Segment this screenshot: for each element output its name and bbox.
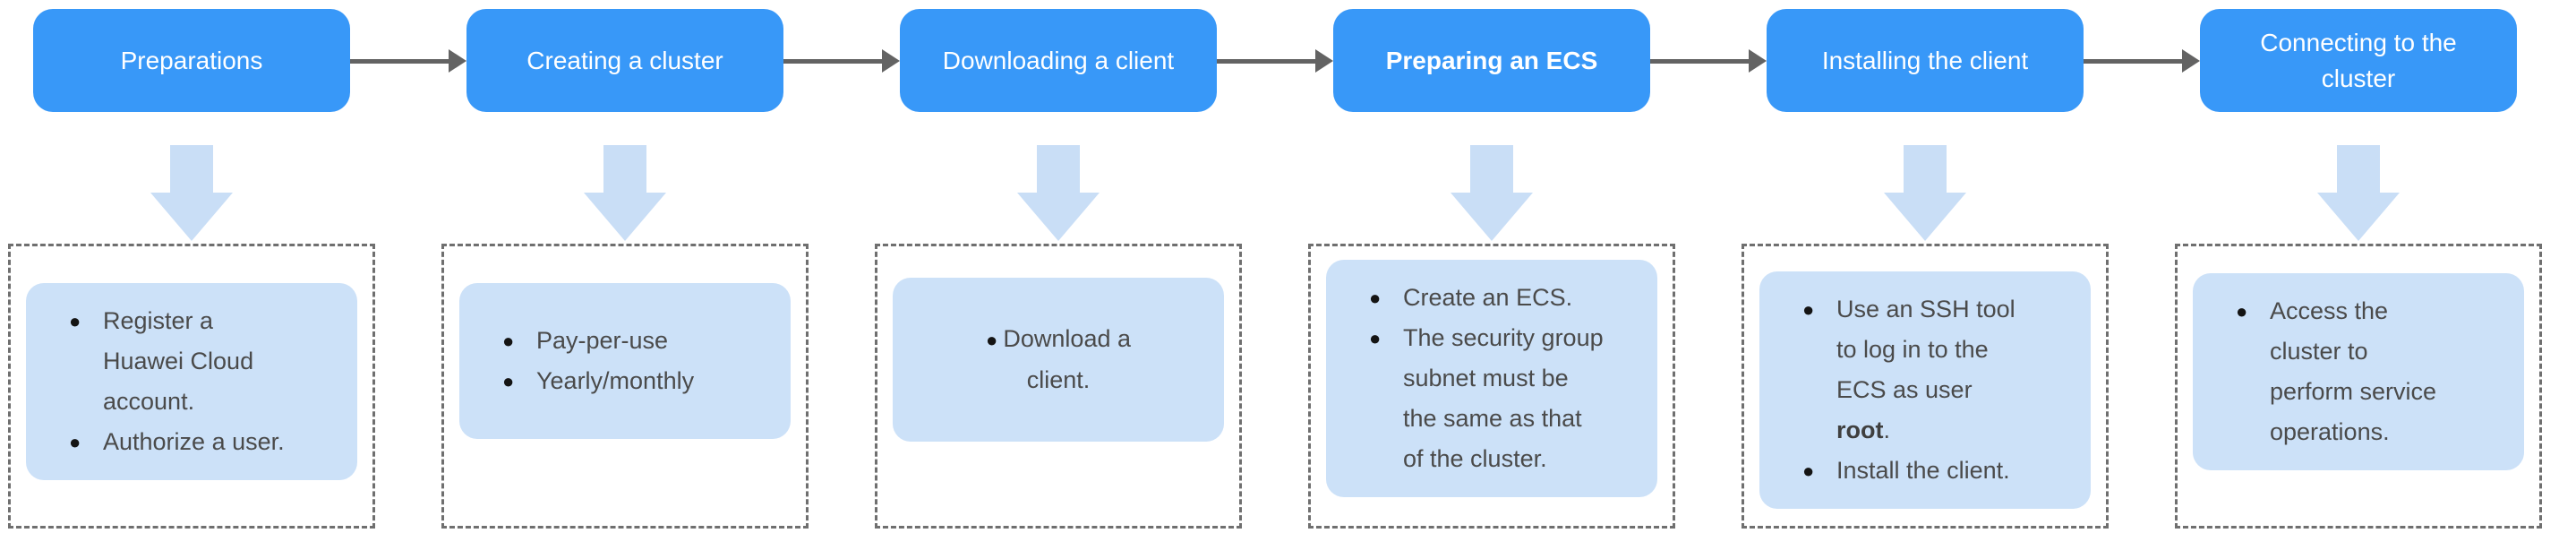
step-details-box: Access the cluster to perform service op…: [2175, 244, 2542, 529]
down-arrow-icon: [1017, 145, 1100, 241]
down-arrow-icon: [1884, 145, 1966, 241]
step-details-box: Use an SSH tool to log in to the ECS as …: [1742, 244, 2109, 529]
flow-arrow-line: [1650, 58, 1749, 64]
flow-arrow-line: [350, 58, 449, 64]
flow-arrow-line: [1217, 58, 1315, 64]
down-arrow-head: [150, 193, 233, 241]
step-column-preparations: Preparations Register a Huawei Cloud acc…: [8, 0, 375, 533]
down-arrow-icon: [150, 145, 233, 241]
down-arrow-head: [1017, 193, 1100, 241]
step-box-connecting-cluster[interactable]: Connecting to the cluster: [2200, 9, 2517, 112]
step-column-downloading-client: Downloading a client Download a client.: [875, 0, 1242, 533]
flow-arrow-head: [1315, 49, 1333, 73]
step-details-card: Pay-per-use Yearly/monthly: [459, 283, 791, 439]
list-item: The security group subnet must be the sa…: [1369, 318, 1645, 479]
step-box-downloading-client[interactable]: Downloading a client: [900, 9, 1217, 112]
step-box-preparations[interactable]: Preparations: [33, 9, 350, 112]
flow-arrow-icon: [1217, 49, 1333, 73]
flow-arrow-head: [1749, 49, 1767, 73]
step-box-preparing-ecs[interactable]: Preparing an ECS: [1333, 9, 1650, 112]
list-item-bold-text: root: [1836, 417, 1884, 443]
list-item: Install the client.: [1802, 451, 2078, 491]
down-arrow-stem: [1904, 145, 1947, 193]
down-arrow-head: [1884, 193, 1966, 241]
down-arrow-stem: [1037, 145, 1080, 193]
list-item: Pay-per-use: [502, 321, 778, 361]
step-details-card: Create an ECS. The security group subnet…: [1326, 260, 1657, 497]
list-item-text: Use an SSH tool to log in to the ECS as …: [1836, 296, 2015, 403]
step-details-list: Pay-per-use Yearly/monthly: [502, 321, 778, 401]
step-details-list: Register a Huawei Cloud account. Authori…: [69, 301, 345, 462]
down-arrow-stem: [2337, 145, 2380, 193]
flow-arrow-head: [2182, 49, 2200, 73]
step-box-installing-client[interactable]: Installing the client: [1767, 9, 2084, 112]
step-column-creating-cluster: Creating a cluster Pay-per-use Yearly/mo…: [441, 0, 809, 533]
down-arrow-icon: [584, 145, 666, 241]
flow-arrow-line: [783, 58, 882, 64]
flow-arrow-line: [2084, 58, 2182, 64]
list-item: Register a Huawei Cloud account.: [69, 301, 345, 422]
down-arrow-stem: [170, 145, 213, 193]
step-details-list: Use an SSH tool to log in to the ECS as …: [1802, 289, 2078, 491]
down-arrow-head: [2317, 193, 2400, 241]
list-item-text: .: [1883, 417, 1890, 443]
flow-arrow-icon: [2084, 49, 2200, 73]
flow-arrow-head: [449, 49, 466, 73]
step-details-card: Use an SSH tool to log in to the ECS as …: [1759, 271, 2091, 509]
step-details-box: Pay-per-use Yearly/monthly: [441, 244, 809, 529]
down-arrow-icon: [2317, 145, 2400, 241]
flow-arrow-icon: [1650, 49, 1767, 73]
flow-arrow-icon: [350, 49, 466, 73]
down-arrow-stem: [1470, 145, 1513, 193]
down-arrow-stem: [603, 145, 646, 193]
step-column-connecting-cluster: Connecting to the cluster Access the clu…: [2175, 0, 2542, 533]
step-details-card: Access the cluster to perform service op…: [2193, 273, 2524, 470]
step-details-card: Register a Huawei Cloud account. Authori…: [26, 283, 357, 480]
step-box-creating-cluster[interactable]: Creating a cluster: [466, 9, 783, 112]
step-details-box: Register a Huawei Cloud account. Authori…: [8, 244, 375, 529]
flow-arrow-icon: [783, 49, 900, 73]
step-details-box: Download a client.: [875, 244, 1242, 529]
step-details-list: Access the cluster to perform service op…: [2236, 291, 2512, 452]
list-item: Create an ECS.: [1369, 278, 1645, 318]
step-details-box: Create an ECS. The security group subnet…: [1308, 244, 1675, 529]
step-column-preparing-ecs: Preparing an ECS Create an ECS. The secu…: [1308, 0, 1675, 533]
step-details-list: Create an ECS. The security group subnet…: [1369, 278, 1645, 479]
down-arrow-head: [1451, 193, 1533, 241]
list-item: Yearly/monthly: [502, 361, 778, 401]
list-item: Use an SSH tool to log in to the ECS as …: [1802, 289, 2078, 451]
step-details-card: Download a client.: [893, 278, 1224, 442]
list-item: Authorize a user.: [69, 422, 345, 462]
list-item: Download a client.: [905, 319, 1211, 400]
down-arrow-head: [584, 193, 666, 241]
down-arrow-icon: [1451, 145, 1533, 241]
step-details-list: Download a client.: [905, 319, 1211, 400]
flow-arrow-head: [882, 49, 900, 73]
list-item: Access the cluster to perform service op…: [2236, 291, 2512, 452]
step-column-installing-client: Installing the client Use an SSH tool to…: [1742, 0, 2109, 533]
